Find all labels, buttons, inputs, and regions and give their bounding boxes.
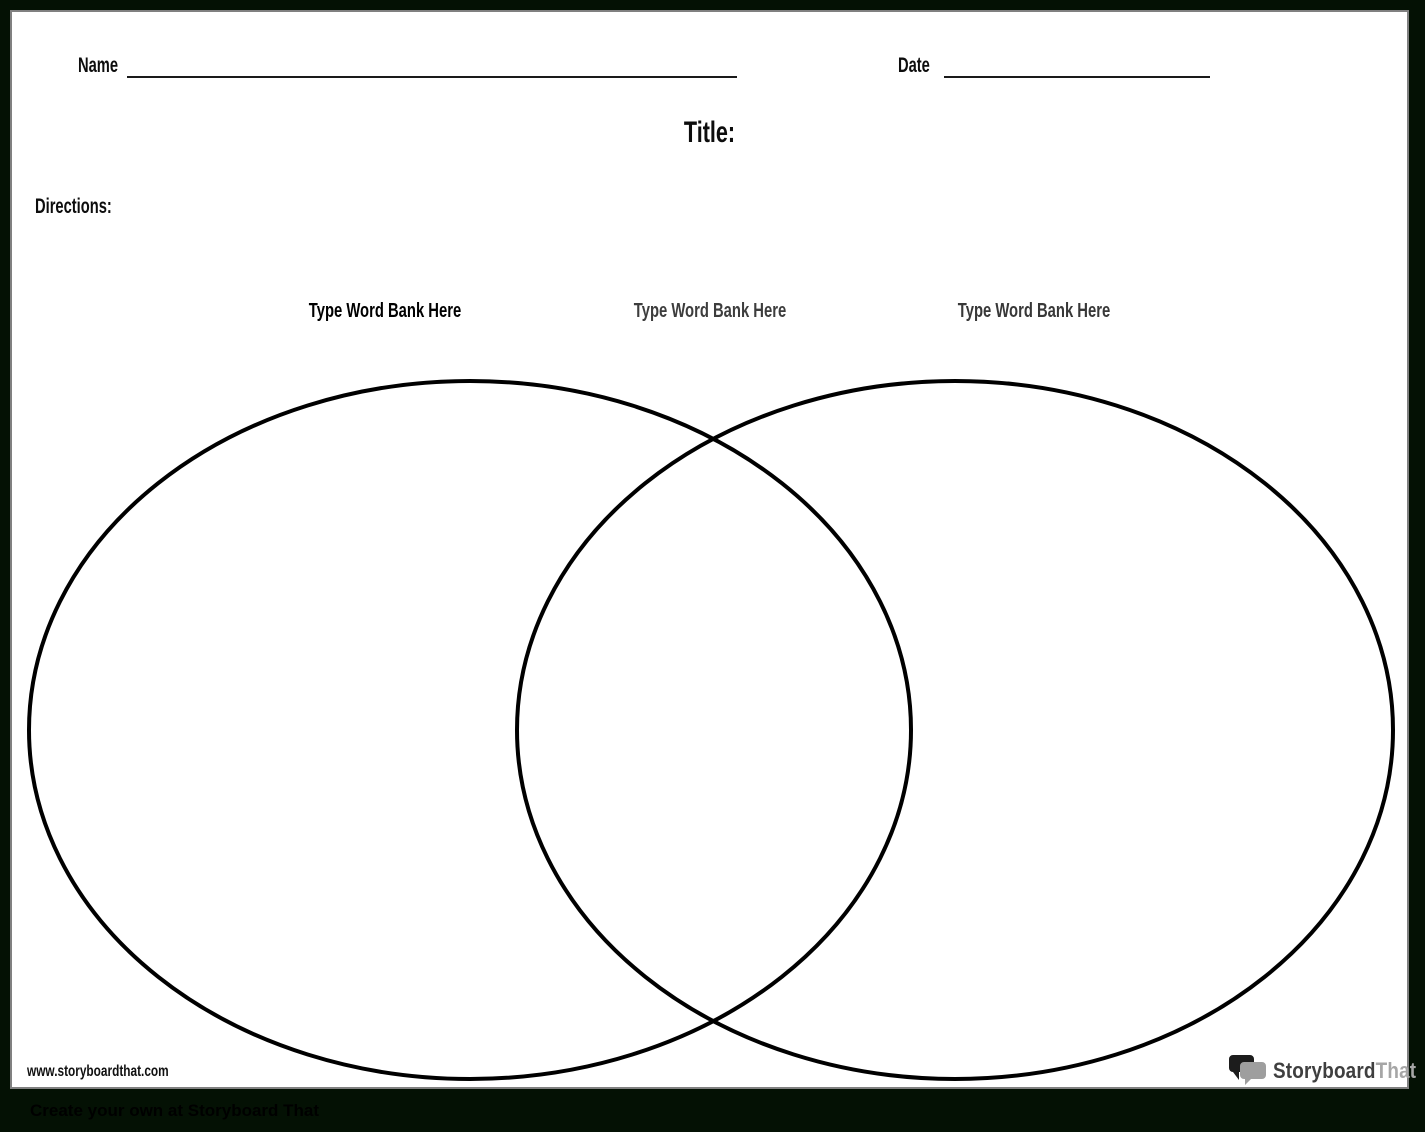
logo-text-storyboard: Storyboard [1273, 1058, 1376, 1083]
venn-right-circle[interactable] [515, 379, 1395, 1081]
word-bank-placeholder-1[interactable]: Type Word Bank Here [308, 300, 462, 322]
directions-label: Directions: [35, 195, 112, 218]
logo-wordmark: StoryboardThat [1273, 1058, 1416, 1084]
date-fill-line [944, 76, 1210, 78]
logo-text-that: That [1375, 1058, 1417, 1083]
website-url[interactable]: www.storyboardthat.com [27, 1063, 169, 1080]
name-fill-line [127, 76, 737, 78]
date-label: Date [898, 54, 930, 77]
word-bank-placeholder-3[interactable]: Type Word Bank Here [957, 300, 1111, 322]
storyboardthat-logo[interactable]: StoryboardThat [1228, 1054, 1425, 1088]
worksheet-page: Name Date Title: Directions: Type Word B… [10, 10, 1416, 1089]
name-label: Name [78, 54, 119, 77]
word-bank-placeholder-2[interactable]: Type Word Bank Here [633, 300, 787, 322]
speech-bubbles-icon [1229, 1055, 1266, 1085]
venn-left-circle[interactable] [27, 379, 913, 1081]
title-label: Title: [683, 116, 736, 149]
venn-diagram [27, 379, 1395, 1081]
bottom-bar-caption: Create your own at Storyboard That [30, 1101, 320, 1120]
